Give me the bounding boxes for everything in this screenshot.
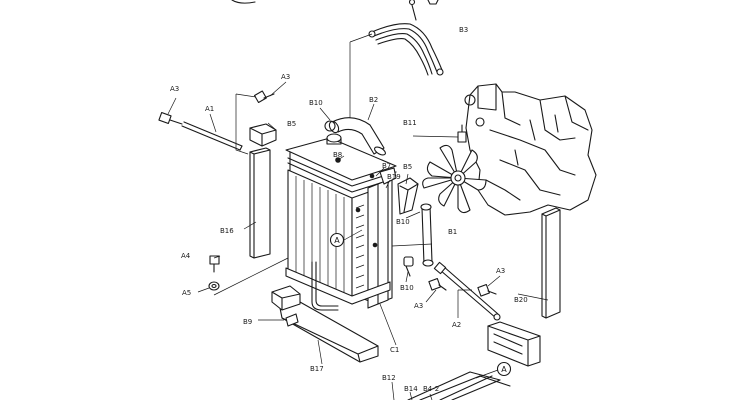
label-b1: B1 — [448, 228, 457, 236]
leader-b10-mid — [405, 211, 421, 219]
bracket-b5-left — [249, 123, 277, 147]
marker-a-center-circle — [329, 232, 345, 248]
marker-a-bottom-circle — [496, 361, 512, 377]
bolt-a3-top — [253, 90, 275, 104]
fitting-b11 — [457, 124, 467, 143]
leader-b3 — [349, 33, 373, 130]
label-b16: B16 — [220, 227, 234, 235]
leader-b5-right — [405, 173, 409, 185]
lower-rails — [407, 371, 511, 400]
bolt-a3-right — [477, 283, 497, 297]
label-a3-left: A3 — [170, 85, 179, 93]
hose-clamp-b10-low — [403, 256, 414, 277]
top-clip-part — [427, 0, 439, 5]
bolt-a4 — [209, 255, 220, 273]
marker-a-bottom: A — [501, 365, 507, 374]
label-b20: B20 — [514, 296, 528, 304]
label-b10-top: B10 — [309, 99, 323, 107]
leader-a3-top — [235, 93, 257, 98]
leader-b1 — [391, 243, 433, 247]
label-b17: B17 — [310, 365, 324, 373]
leader-b5-left — [267, 122, 277, 131]
leader-b20 — [517, 293, 549, 301]
radiator-assembly — [285, 133, 397, 309]
leader-b17 — [317, 339, 323, 365]
label-b7: B7 — [382, 162, 391, 170]
hose-bundle-b3 — [368, 0, 444, 76]
label-b11: B11 — [403, 119, 417, 127]
leader-b16 — [243, 221, 257, 230]
label-a3-right: A3 — [496, 267, 505, 275]
leader-b10-top — [319, 107, 331, 121]
label-b5-right: B5 — [403, 163, 412, 171]
drain-tube — [315, 261, 339, 307]
label-a1: A1 — [205, 105, 214, 113]
pad-b5-right — [397, 177, 419, 215]
leader-a5 — [197, 287, 210, 293]
leader-a5-radiator — [213, 257, 289, 296]
leader-b19 — [385, 179, 391, 189]
label-c1: C1 — [390, 346, 399, 354]
label-b4-2: B4-2 — [423, 385, 439, 393]
label-a4: A4 — [181, 252, 191, 260]
rubber-pad-b16 — [249, 147, 271, 259]
drain-plug-b9 — [285, 313, 299, 327]
label-b12: B12 — [382, 374, 396, 382]
bracket-b19 — [379, 167, 397, 185]
leader-a-bottom — [475, 369, 499, 379]
label-b5-left: B5 — [287, 120, 296, 128]
leaders-bottom — [391, 381, 433, 400]
label-b9: B9 — [243, 318, 252, 326]
leader-b10-low — [405, 271, 409, 283]
top-clipped-part — [231, 0, 256, 4]
rubber-pad-b20 — [541, 207, 561, 319]
label-a3-bottom: A3 — [414, 302, 423, 310]
leader-a3-right — [487, 275, 501, 287]
marker-a-center: A — [334, 236, 340, 245]
leader-b2 — [367, 103, 375, 121]
leader-a1-bracket — [235, 94, 249, 155]
leader-a4 — [213, 255, 221, 259]
label-b8: B8 — [333, 151, 342, 159]
leader-a3-top-label — [269, 81, 287, 97]
bolt-a3-bottom — [428, 277, 447, 291]
leader-a3-bottom — [425, 289, 437, 303]
label-b10-mid: B10 — [396, 218, 410, 226]
engine-block — [464, 83, 597, 216]
hose-clamp-b10-top — [324, 120, 336, 132]
stay-rod-a1 — [158, 111, 243, 151]
label-b3: B3 — [459, 26, 468, 34]
leader-a2 — [457, 289, 472, 318]
stay-rod-a2 — [433, 261, 501, 321]
label-b10-low: B10 — [400, 284, 414, 292]
label-a3-top: A3 — [281, 73, 290, 81]
upper-hose-b2 — [328, 117, 386, 156]
leader-a-center — [343, 229, 363, 241]
label-b2: B2 — [369, 96, 378, 104]
leader-a3-left — [167, 97, 177, 115]
leader-b7 — [375, 167, 385, 177]
cooling-fan — [422, 144, 487, 214]
washer-a5 — [208, 281, 220, 291]
label-a5: A5 — [182, 289, 191, 297]
drain-tube-outer — [311, 261, 339, 311]
leader-b11 — [412, 135, 459, 138]
support-bracket-b17 — [271, 285, 379, 363]
label-a2: A2 — [452, 321, 461, 329]
leader-b8 — [337, 155, 345, 161]
leader-a1 — [209, 113, 217, 133]
lower-bracket-right — [487, 321, 541, 367]
leader-c1 — [379, 303, 397, 346]
label-b14: B14 — [404, 385, 418, 393]
lower-hose-b1 — [420, 203, 434, 267]
label-b19: B19 — [387, 173, 401, 181]
